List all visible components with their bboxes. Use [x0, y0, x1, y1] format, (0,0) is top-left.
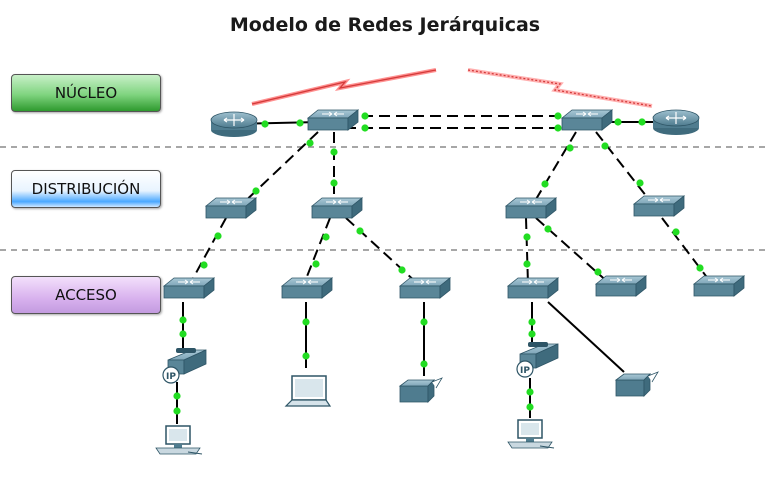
layer-label-distribucion: DISTRIBUCIÓN — [11, 170, 161, 208]
distribution-switch — [505, 197, 557, 219]
access-switch — [163, 277, 215, 299]
access-switch — [281, 277, 333, 299]
wan-links — [251, 68, 653, 108]
diagram-title: Modelo de Redes Jerárquicas — [229, 14, 541, 36]
printer — [399, 377, 443, 403]
distribution-switch — [205, 197, 257, 219]
core-switch-right — [561, 109, 613, 131]
distribution-switch — [633, 195, 685, 217]
layer-label-text: ACCESO — [55, 286, 117, 304]
laptop — [285, 375, 331, 407]
ip-badge: IP — [520, 366, 530, 376]
access-switch — [595, 275, 647, 297]
core-switch-left — [307, 109, 359, 131]
access-switch — [399, 277, 451, 299]
layer-label-acceso: ACCESO — [11, 276, 161, 314]
layer-label-text: NÚCLEO — [54, 84, 118, 102]
printer — [615, 371, 659, 397]
ip-badge: IP — [166, 372, 176, 382]
core-router-left — [210, 111, 258, 138]
layer-label-text: DISTRIBUCIÓN — [31, 180, 141, 198]
ip-phone: IP — [516, 341, 559, 378]
link-status-dots — [173, 112, 704, 415]
desktop-pc — [507, 419, 555, 449]
layer-label-nucleo: NÚCLEO — [11, 74, 161, 112]
ip-phone: IP — [162, 347, 207, 384]
access-switch — [507, 277, 559, 299]
distribution-switch — [311, 197, 363, 219]
core-router-right — [652, 109, 700, 136]
access-switch — [693, 275, 745, 297]
desktop-pc — [155, 425, 203, 455]
layer-dividers — [0, 146, 770, 251]
